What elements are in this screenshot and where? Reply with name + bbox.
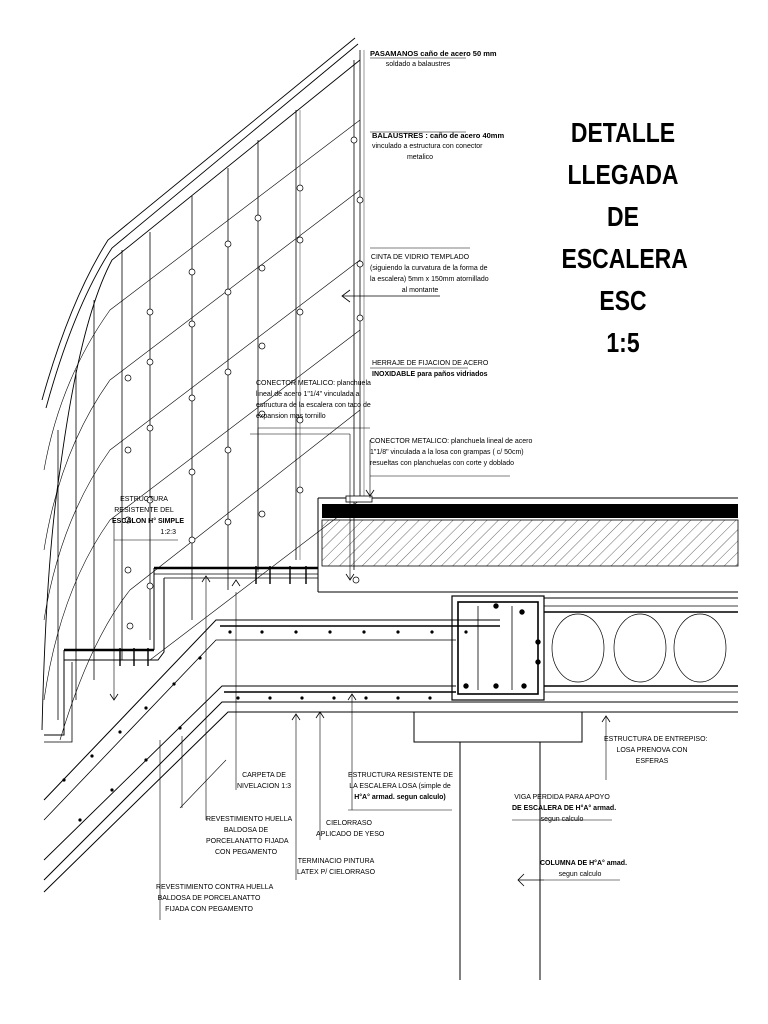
label-columna: COLUMNA DE H°A° amad. segun calculo <box>540 858 628 880</box>
label-huella-l1: REVESTIMIENTO HUELLA <box>206 816 293 823</box>
label-conector1-l1: CONECTOR METALICO: planchuela <box>256 380 371 387</box>
label-conector1-l3: estructura de la escalera con taco de <box>256 402 371 409</box>
landing-slab <box>317 495 739 593</box>
label-viga-l3: segun calculo <box>540 816 584 823</box>
label-revestimiento-huella: REVESTIMIENTO HUELLA BALDOSA DE PORCELAN… <box>206 814 293 858</box>
label-columna-l1: COLUMNA DE H°A° amad. <box>540 860 628 867</box>
fixing-holes <box>124 136 364 630</box>
label-cinta-l4: al montante <box>401 287 439 294</box>
label-balaustres-l3: metalico <box>406 154 434 161</box>
hidden-beam <box>451 595 545 701</box>
balusters <box>57 50 365 720</box>
label-conector1-l4: expansion mas tornillo <box>256 413 326 420</box>
label-cinta-l1: CINTA DE VIDRIO TEMPLADO <box>370 254 470 261</box>
label-estructura-escalon: ESTRUCTURA RESISTENTE DEL ESCALON H° SIM… <box>112 494 185 538</box>
label-losa-l1: ESTRUCTURA RESISTENTE DE <box>348 772 454 779</box>
label-viga-l1: VIGA PERDIDA PARA APOYO <box>514 794 610 801</box>
label-terminacion: TERMINACIO PINTURA LATEX P/ CIELORRASO <box>296 856 376 878</box>
label-conector2-l1: CONECTOR METALICO: planchuela lineal de … <box>370 438 533 445</box>
label-pasamanos-sub: soldado a balaustres <box>385 61 451 68</box>
label-entrepiso-l3: ESFERAS <box>635 758 669 765</box>
label-huella-l2: BALDOSA DE <box>223 827 269 834</box>
label-terminacion-l2: LATEX P/ CIELORRASO <box>296 869 376 876</box>
label-cielorraso-l2: APLICADO DE YESO <box>316 831 385 838</box>
arrows <box>109 289 611 887</box>
leader-lines <box>113 57 620 920</box>
drawing-title: DETALLE LLEGADA DE ESCALERA ESC 1:5 <box>561 112 688 364</box>
step-connectors <box>119 566 307 666</box>
label-balaustres-head: BALAUSTRES : caño de acero 40mm <box>372 131 505 140</box>
label-pasamanos-head: PASAMANOS caño de acero 50 mm <box>370 49 497 58</box>
label-huella-l3: PORCELANATTO FIJADA <box>206 838 289 845</box>
label-balaustres: BALAUSTRES : caño de acero 40mm vinculad… <box>372 130 505 163</box>
stair-slab <box>43 619 738 893</box>
label-columna-l2: segun calculo <box>558 871 602 878</box>
label-conector2-l3: resueltas con planchuelas con corte y do… <box>370 460 514 467</box>
label-terminacion-l1: TERMINACIO PINTURA <box>297 858 375 865</box>
label-escalon-l4: 1:2:3 <box>160 529 176 536</box>
rebar-dots <box>62 630 468 822</box>
label-losa-l3: H°A° armad. segun calculo) <box>354 794 446 801</box>
title-line-1: DETALLE <box>570 117 676 148</box>
label-contra-l2: BALDOSA DE PORCELANATTO <box>157 895 261 902</box>
label-herraje-l2: INOXIDABLE para paños vidriados <box>372 371 488 378</box>
title-line-4: 1:5 <box>606 327 640 358</box>
label-entrepiso-l2: LOSA PRENOVA CON <box>616 747 688 754</box>
label-viga-l2: DE ESCALERA DE H°A° armad. <box>512 805 617 812</box>
label-cielorraso: CIELORRASO APLICADO DE YESO <box>316 818 385 840</box>
label-conector2-l2: 1"1/8" vinculada a la losa con grampas (… <box>370 449 524 456</box>
label-conector-2: CONECTOR METALICO: planchuela lineal de … <box>370 436 533 469</box>
label-escalon-l1: ESTRUCTURA <box>120 496 168 503</box>
label-estructura-losa: ESTRUCTURA RESISTENTE DE LA ESCALERA LOS… <box>348 770 454 803</box>
label-herraje-l1: HERRAJE DE FIJACION DE ACERO <box>372 360 489 367</box>
label-entrepiso: ESTRUCTURA DE ENTREPISO: LOSA PRENOVA CO… <box>604 734 708 767</box>
glass-panel-lines <box>43 119 361 741</box>
label-carpeta: CARPETA DE NIVELACION 1:3 <box>236 770 292 792</box>
label-herraje: HERRAJE DE FIJACION DE ACERO INOXIDABLE … <box>372 358 488 380</box>
stair-steps <box>44 566 319 743</box>
column <box>413 712 583 980</box>
label-contra-l1: REVESTIMIENTO CONTRA HUELLA <box>156 884 274 891</box>
label-cinta-l3: la escalera) 5mm x 150mm atornillado <box>370 276 489 283</box>
label-contra-l3: FIJADA CON PEGAMENTO <box>165 906 253 913</box>
label-balaustres-l2: vinculado a estructura con conector <box>372 143 483 150</box>
label-escalon-l3: ESCALON H° SIMPLE <box>112 518 185 525</box>
label-cinta-vidrio: CINTA DE VIDRIO TEMPLADO (siguiendo la c… <box>370 252 489 296</box>
label-conector-1: CONECTOR METALICO: planchuela lineal de … <box>256 378 371 422</box>
label-escalon-l2: RESISTENTE DEL <box>114 507 174 514</box>
label-losa-l2: LA ESCALERA LOSA (simple de <box>349 783 451 790</box>
title-line-3: ESCALERA ESC <box>561 243 688 316</box>
label-pasamanos: PASAMANOS caño de acero 50 mm soldado a … <box>370 48 497 70</box>
label-conector1-l2: lineal de acero 1"1/4" vinculada a <box>256 391 360 398</box>
label-huella-l4: CON PEGAMENTO <box>214 849 278 856</box>
label-revestimiento-contrahuella: REVESTIMIENTO CONTRA HUELLA BALDOSA DE P… <box>156 882 274 915</box>
label-carpeta-l2: NIVELACION 1:3 <box>236 783 292 790</box>
handrail-lines <box>41 37 361 731</box>
label-cinta-l2: (siguiendo la curvatura de la forma de <box>370 265 488 272</box>
prenova-slab <box>544 597 738 693</box>
label-carpeta-l1: CARPETA DE <box>242 772 286 779</box>
label-viga: VIGA PERDIDA PARA APOYO DE ESCALERA DE H… <box>512 792 617 825</box>
title-line-2: LLEGADA DE <box>567 159 679 232</box>
label-cielorraso-l1: CIELORRASO <box>326 820 372 827</box>
label-entrepiso-l1: ESTRUCTURA DE ENTREPISO: <box>604 736 708 743</box>
